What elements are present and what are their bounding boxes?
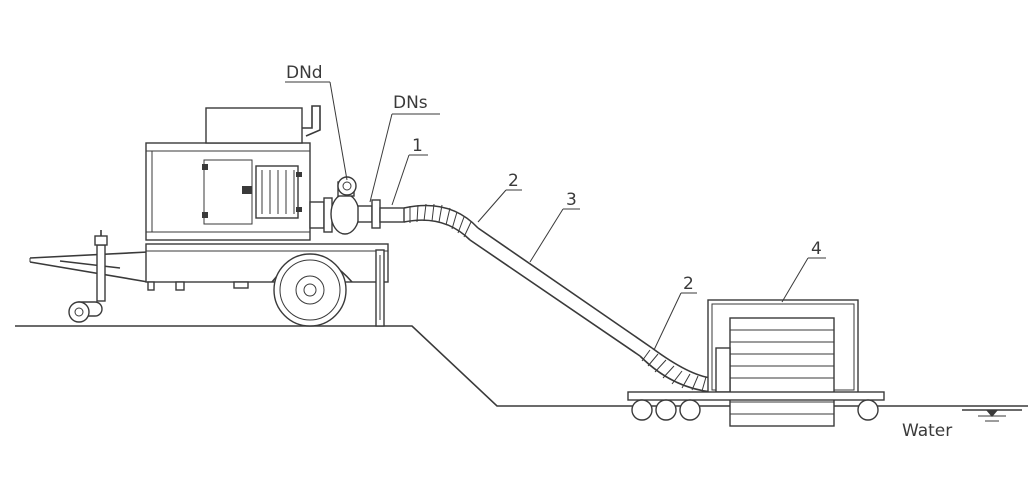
label-water: Water (902, 421, 952, 441)
label-dnd: DNd (286, 63, 323, 83)
water-level-symbol (962, 409, 1022, 422)
leader-lines (285, 81, 826, 351)
label-1: 1 (412, 136, 423, 156)
strainer-raft (627, 299, 885, 427)
suction-hose (403, 203, 713, 393)
label-2-lower: 2 (683, 274, 694, 294)
label-4: 4 (811, 239, 822, 259)
label-3: 3 (566, 190, 577, 210)
trailer-pump-unit (29, 105, 405, 327)
label-2-upper: 2 (508, 171, 519, 191)
label-dns: DNs (393, 93, 428, 113)
